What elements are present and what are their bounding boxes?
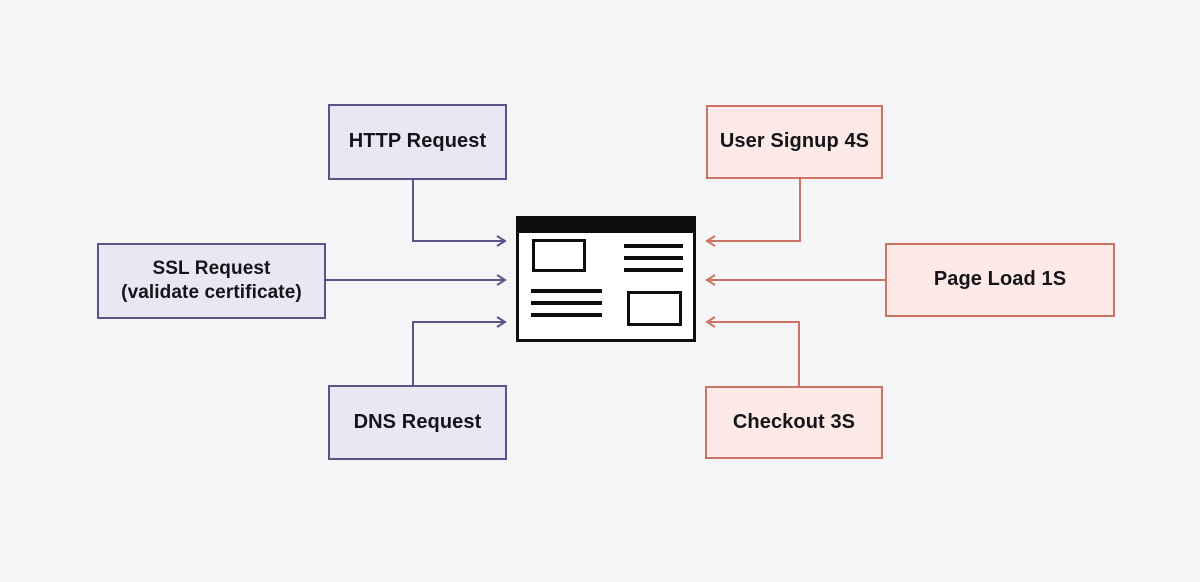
browser-content-line bbox=[531, 313, 602, 317]
user-signup-label: User Signup 4S bbox=[719, 130, 870, 153]
checkout-connector bbox=[705, 316, 800, 386]
page-load-label: Page Load 1S bbox=[933, 268, 1067, 291]
checkout-label: Checkout 3S bbox=[732, 410, 856, 433]
http-request-label: HTTP Request bbox=[348, 130, 487, 153]
browser-content-line bbox=[624, 256, 683, 260]
browser-content-line bbox=[624, 268, 683, 272]
dns-request-box: DNS Request bbox=[328, 385, 507, 460]
ssl-request-label-line2: (validate certificate) bbox=[121, 282, 302, 303]
browser-content-line bbox=[624, 244, 683, 248]
page-load-box: Page Load 1S bbox=[885, 243, 1115, 317]
dns-request-label: DNS Request bbox=[353, 410, 482, 433]
checkout-box: Checkout 3S bbox=[705, 386, 883, 459]
browser-content-rect-top-left bbox=[532, 239, 586, 272]
ssl-request-box: SSL Request (validate certificate) bbox=[97, 243, 326, 319]
ssl-request-label-line1: SSL Request bbox=[152, 257, 271, 279]
http-request-connector bbox=[412, 180, 507, 247]
browser-content-line bbox=[531, 289, 602, 293]
browser-window-icon bbox=[516, 216, 696, 342]
browser-content-line bbox=[531, 301, 602, 305]
browser-titlebar bbox=[519, 219, 693, 233]
http-request-box: HTTP Request bbox=[328, 104, 507, 180]
user-signup-connector bbox=[705, 179, 801, 247]
browser-content-rect-bottom-right bbox=[627, 291, 682, 326]
user-signup-box: User Signup 4S bbox=[706, 105, 883, 179]
dns-request-connector bbox=[412, 316, 507, 385]
